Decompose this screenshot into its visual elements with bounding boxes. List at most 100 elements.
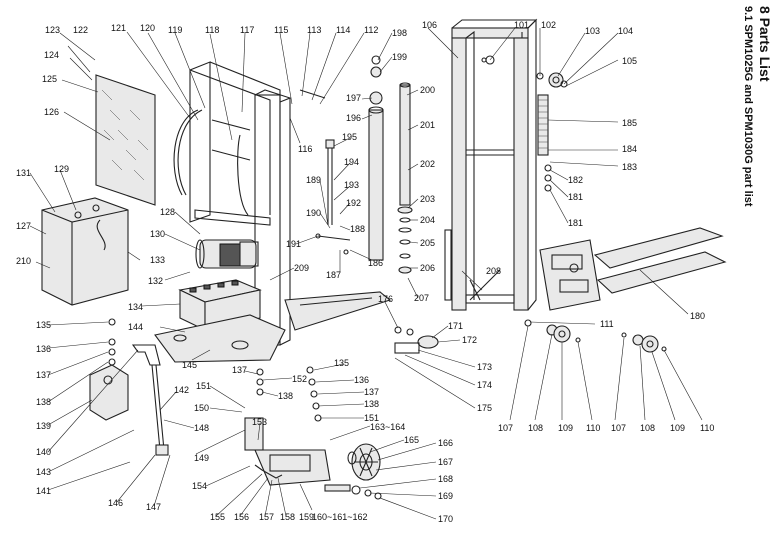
tiller-handle bbox=[131, 344, 169, 456]
label-134: 134 bbox=[128, 302, 143, 312]
axle-washers bbox=[324, 484, 382, 500]
label-106: 106 bbox=[422, 20, 437, 30]
label-111: 111 bbox=[600, 319, 614, 329]
lift-chain bbox=[536, 72, 568, 192]
label-119: 119 bbox=[168, 25, 182, 35]
base-leg bbox=[284, 291, 392, 331]
label-140: 140 bbox=[36, 447, 51, 457]
label-190: 190 bbox=[306, 208, 321, 218]
label-197: 197 bbox=[346, 93, 361, 103]
label-163-164: 163~164 bbox=[370, 422, 405, 432]
drive-assembly bbox=[244, 417, 331, 486]
label-188: 188 bbox=[350, 224, 365, 234]
label-180: 180 bbox=[690, 311, 705, 321]
label-147: 147 bbox=[146, 502, 161, 512]
label-138c: 138 bbox=[364, 399, 379, 409]
label-104: 104 bbox=[618, 26, 633, 36]
hose-loops bbox=[173, 109, 249, 216]
label-120: 120 bbox=[140, 23, 155, 33]
leader-lines bbox=[29, 27, 703, 520]
label-127: 127 bbox=[16, 221, 31, 231]
label-193: 193 bbox=[344, 180, 359, 190]
part-labels: 123 122 121 120 119 118 117 115 113 114 … bbox=[16, 20, 714, 524]
label-109a: 109 bbox=[558, 423, 573, 433]
label-183: 183 bbox=[622, 162, 637, 172]
label-159: 159 bbox=[299, 512, 314, 522]
label-141: 141 bbox=[36, 486, 51, 496]
label-118: 118 bbox=[205, 25, 219, 35]
label-131: 131 bbox=[16, 168, 31, 178]
label-157: 157 bbox=[259, 512, 274, 522]
label-200: 200 bbox=[420, 85, 435, 95]
handle-bracket bbox=[89, 364, 129, 421]
label-124: 124 bbox=[44, 50, 59, 60]
roller-set-right bbox=[621, 332, 667, 353]
label-149: 149 bbox=[194, 453, 209, 463]
label-154: 154 bbox=[192, 481, 207, 491]
label-137c: 137 bbox=[364, 387, 379, 397]
label-176: 176 bbox=[378, 294, 393, 304]
label-115: 115 bbox=[274, 25, 288, 35]
label-196: 196 bbox=[346, 113, 361, 123]
label-103: 103 bbox=[585, 26, 600, 36]
label-146: 146 bbox=[108, 498, 123, 508]
fork-carriage bbox=[539, 227, 727, 311]
label-172: 172 bbox=[462, 335, 477, 345]
label-151a: 151 bbox=[196, 381, 211, 391]
label-210: 210 bbox=[16, 256, 31, 266]
label-123: 123 bbox=[45, 25, 60, 35]
label-152: 152 bbox=[292, 374, 307, 384]
label-108b: 108 bbox=[640, 423, 655, 433]
mast-frame bbox=[451, 18, 538, 311]
label-121: 121 bbox=[111, 23, 126, 33]
label-113: 113 bbox=[307, 25, 321, 35]
label-101: 101 bbox=[514, 20, 529, 30]
label-150: 150 bbox=[194, 403, 209, 413]
label-116: 116 bbox=[298, 144, 312, 154]
label-132: 132 bbox=[148, 276, 163, 286]
hydraulic-hose bbox=[315, 139, 351, 255]
label-173: 173 bbox=[477, 362, 492, 372]
label-165: 165 bbox=[404, 435, 419, 445]
label-182: 182 bbox=[568, 175, 583, 185]
label-139: 139 bbox=[36, 421, 51, 431]
label-137b: 137 bbox=[232, 365, 247, 375]
label-184: 184 bbox=[622, 144, 637, 154]
label-136a: 136 bbox=[36, 344, 51, 354]
spring-stack-left bbox=[108, 318, 116, 366]
label-125: 125 bbox=[42, 74, 57, 84]
label-145: 145 bbox=[182, 360, 197, 370]
label-186: 186 bbox=[368, 258, 383, 268]
bolt-stack bbox=[256, 368, 264, 396]
label-206: 206 bbox=[420, 263, 435, 273]
label-110b: 110 bbox=[700, 423, 714, 433]
inner-frame bbox=[444, 229, 501, 301]
label-114: 114 bbox=[336, 25, 350, 35]
motor-pump bbox=[195, 239, 259, 269]
label-133: 133 bbox=[150, 255, 165, 265]
drive-wheel bbox=[347, 443, 381, 481]
label-144: 144 bbox=[128, 322, 143, 332]
label-153: 153 bbox=[252, 417, 267, 427]
label-109b: 109 bbox=[670, 423, 685, 433]
label-174: 174 bbox=[477, 380, 492, 390]
label-205: 205 bbox=[420, 238, 435, 248]
label-135a: 135 bbox=[36, 320, 51, 330]
seal-stack bbox=[397, 206, 413, 274]
base-plate bbox=[154, 314, 286, 363]
label-105: 105 bbox=[622, 56, 637, 66]
label-126: 126 bbox=[44, 107, 59, 117]
label-155: 155 bbox=[210, 512, 225, 522]
rear-panel bbox=[95, 74, 156, 206]
label-195: 195 bbox=[342, 132, 357, 142]
label-170: 170 bbox=[438, 514, 453, 524]
label-203: 203 bbox=[420, 194, 435, 204]
label-175: 175 bbox=[477, 403, 492, 413]
label-129: 129 bbox=[54, 164, 69, 174]
label-158: 158 bbox=[280, 512, 295, 522]
label-156: 156 bbox=[234, 512, 249, 522]
label-107b: 107 bbox=[611, 423, 626, 433]
label-171: 171 bbox=[448, 321, 463, 331]
label-187: 187 bbox=[326, 270, 341, 280]
label-198: 198 bbox=[392, 28, 407, 38]
